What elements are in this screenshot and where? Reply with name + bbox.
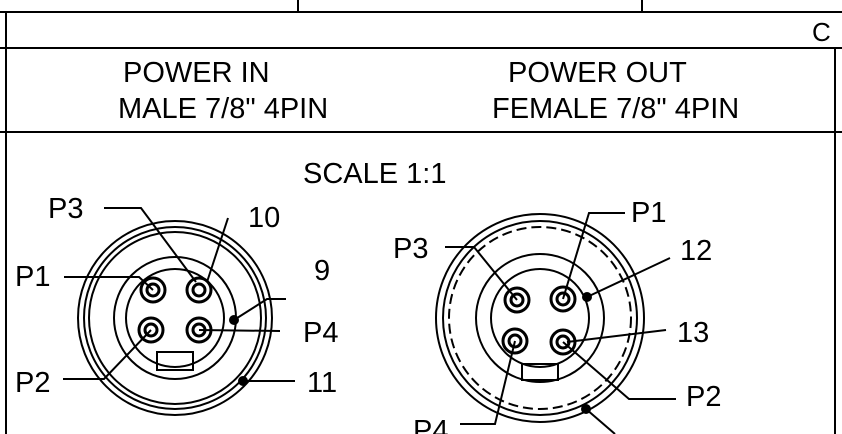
male-insert-core [125,268,225,368]
female-pin-p3 [503,286,531,314]
female-connector [435,213,645,423]
power-out-title: POWER OUT [508,57,687,89]
female-label-p1: P1 [631,197,666,229]
female-label-p2: P2 [686,381,721,413]
male-label-11: 11 [307,367,337,399]
male-label-9: 9 [314,255,330,287]
female-pins [501,285,577,356]
male-label-p4: P4 [303,317,338,349]
male-outer-ring [77,220,273,416]
male-label-p1: P1 [15,261,50,293]
female-insert-ring [475,253,605,383]
female-key-slot [521,363,559,381]
male-outer-ring-2 [83,226,267,410]
female-label-13: 13 [677,317,709,349]
male-connector [77,220,273,416]
female-pin-p1 [549,285,577,313]
male-key-slot [156,351,194,371]
power-out-subtitle: FEMALE 7/8" 4PIN [492,93,739,125]
female-callout-lines [445,212,676,434]
female-label-p4: P4 [413,415,448,434]
male-pins [137,276,213,344]
female-callout-dot-12 [582,292,592,302]
female-insert-core [490,268,590,368]
male-dots [229,315,248,386]
female-outer-ring [435,213,645,423]
female-dashed-ring [448,226,632,410]
male-label-p3: P3 [48,193,83,225]
female-dots [581,292,592,414]
male-shell [88,231,262,405]
male-callout-dot-9 [229,315,239,325]
female-label-12: 12 [680,235,712,267]
female-label-p3: P3 [393,233,428,265]
male-pin-p3 [185,276,213,304]
female-callout-dot-bottom [581,404,591,414]
female-outer-ring-2 [442,220,638,416]
female-pin-p4 [501,327,529,355]
power-in-subtitle: MALE 7/8" 4PIN [118,93,328,125]
male-pin-p2 [137,316,165,344]
male-pin-p1 [139,276,167,304]
scale-label: SCALE 1:1 [303,158,446,190]
male-label-10: 10 [248,202,280,234]
male-insert-ring [113,256,237,380]
male-callout-lines [63,207,295,382]
male-callout-dot-11 [238,376,248,386]
column-letter: C [812,17,831,47]
male-label-p2: P2 [15,367,50,399]
power-in-title: POWER IN [123,57,270,89]
